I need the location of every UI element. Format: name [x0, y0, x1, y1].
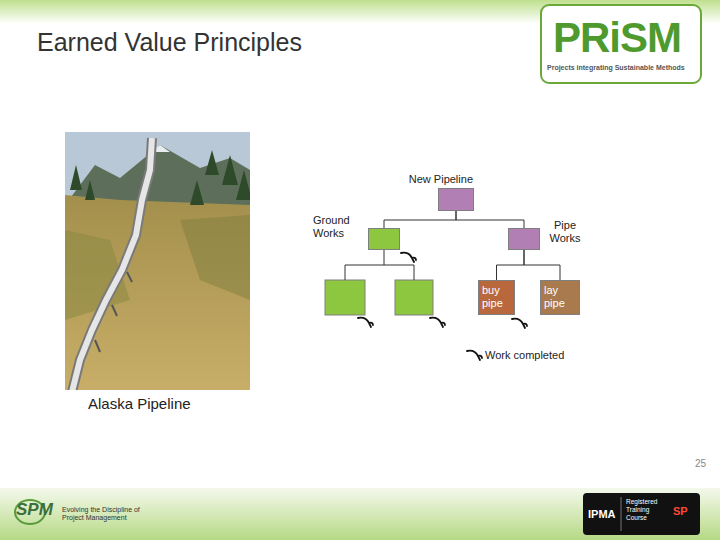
tree-connector — [456, 211, 524, 228]
footer-band — [0, 488, 720, 540]
logo-frame — [541, 5, 701, 83]
completion-mark — [401, 253, 416, 262]
logo-wordmark: PRiSM — [553, 14, 681, 62]
leaf-box — [325, 280, 365, 315]
ipma-logo: IPMA — [588, 508, 616, 520]
tree-connector — [345, 250, 414, 280]
badge-divider — [621, 497, 622, 531]
tree-connector — [384, 211, 456, 228]
node-label: buy pipe — [482, 284, 511, 309]
page-number: 25 — [674, 458, 706, 469]
photo-caption: Alaska Pipeline — [88, 395, 191, 412]
ipma-badge — [583, 493, 700, 535]
node-label: Pipe Works — [545, 219, 585, 245]
legend-mark — [467, 351, 482, 360]
logo-tagline: Projects integrating Sustainable Methods — [547, 64, 685, 71]
node-label: Ground Works — [313, 214, 361, 240]
leaf-box — [395, 280, 433, 315]
wbs-task-box: lay pipe — [540, 280, 580, 315]
spm-tagline: Evolving the Discipline of Project Manag… — [62, 506, 152, 523]
spm-logo: SPM — [16, 500, 53, 520]
tree-connector — [524, 250, 560, 280]
tree-connector — [497, 250, 525, 280]
badge-text: Registered Training Course — [626, 498, 666, 521]
legend-label: Work completed — [485, 349, 564, 361]
node-label: New Pipeline — [409, 173, 473, 185]
wbs-branch-box: Ground Works — [368, 228, 400, 250]
pipeline-photo — [65, 132, 250, 390]
wbs-branch-box: Pipe Works — [508, 228, 540, 250]
completion-mark — [430, 318, 445, 327]
completion-mark — [358, 318, 373, 327]
completion-mark — [512, 319, 527, 328]
node-label: lay pipe — [544, 284, 576, 309]
wbs-root-box: New Pipeline — [438, 188, 474, 211]
badge-code: SP — [673, 505, 688, 517]
slide-title: Earned Value Principles — [37, 28, 302, 57]
wbs-task-box: buy pipe — [478, 280, 515, 315]
